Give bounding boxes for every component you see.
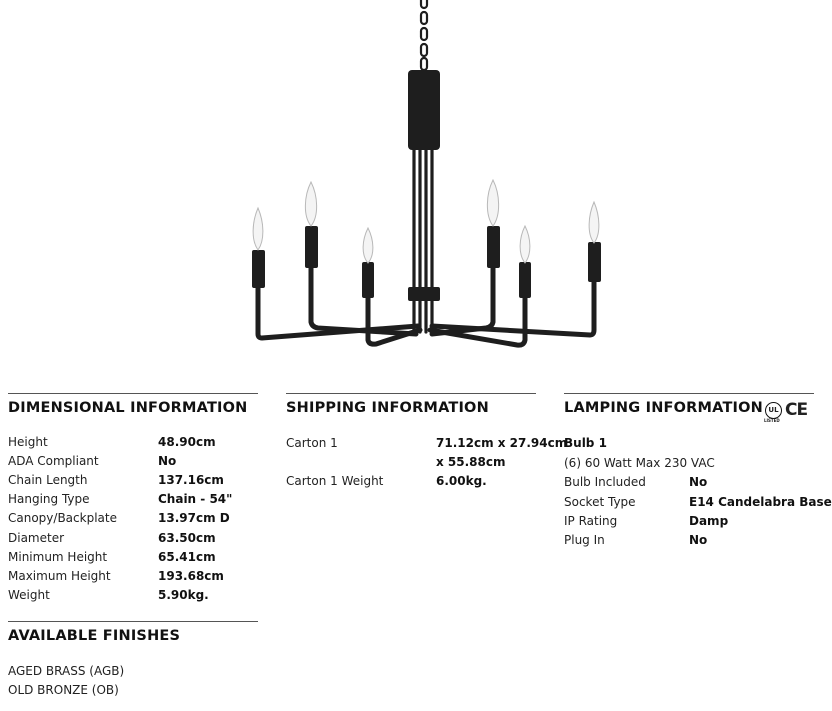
finishes-section: AVAILABLE FINISHES AGED BRASS (AGB) OLD …	[8, 621, 258, 706]
carton-dimensions-cont: x 55.88cm	[436, 455, 506, 469]
ce-mark-icon: CE	[785, 400, 808, 420]
candle-socket	[362, 262, 374, 298]
lamping-title: LAMPING INFORMATION	[564, 400, 763, 416]
lamping-section: LAMPING INFORMATION UL LISTED CE Bulb 1 …	[564, 393, 832, 558]
carton-label: Carton 1	[286, 436, 338, 450]
carton-weight-value: 6.00kg.	[436, 474, 487, 488]
finish-item: AGED BRASS (AGB)	[8, 664, 125, 678]
center-collar	[408, 287, 440, 301]
certification-marks: UL LISTED CE	[764, 400, 808, 423]
finish-item: OLD BRONZE (OB)	[8, 683, 119, 697]
ul-listed-icon: UL LISTED	[764, 401, 782, 423]
section-divider	[564, 393, 814, 394]
carton-dimensions: 71.12cm x 27.94cm	[436, 436, 568, 450]
shipping-title: SHIPPING INFORMATION	[286, 400, 489, 416]
section-divider	[8, 621, 258, 622]
candle-socket	[487, 226, 500, 268]
chandelier-arms	[255, 263, 597, 348]
candle-bulbs	[252, 178, 600, 264]
section-divider	[8, 393, 258, 394]
center-stem	[412, 143, 434, 334]
shipping-section: SHIPPING INFORMATION Carton 1 71.12cm x …	[286, 393, 567, 503]
candle-socket	[305, 226, 318, 268]
candle-socket	[252, 250, 265, 288]
carton-weight-label: Carton 1 Weight	[286, 474, 384, 488]
bulb-description: (6) 60 Watt Max 230 VAC	[564, 456, 715, 470]
candle-socket	[519, 262, 531, 298]
chandelier-product-image	[252, 0, 601, 348]
bulb-heading: Bulb 1	[564, 436, 607, 450]
section-divider	[286, 393, 536, 394]
finishes-title: AVAILABLE FINISHES	[8, 628, 181, 644]
chain	[419, 0, 429, 72]
center-canister	[408, 70, 440, 150]
dimensional-title: DIMENSIONAL INFORMATION	[8, 400, 248, 416]
candle-socket	[588, 242, 601, 282]
